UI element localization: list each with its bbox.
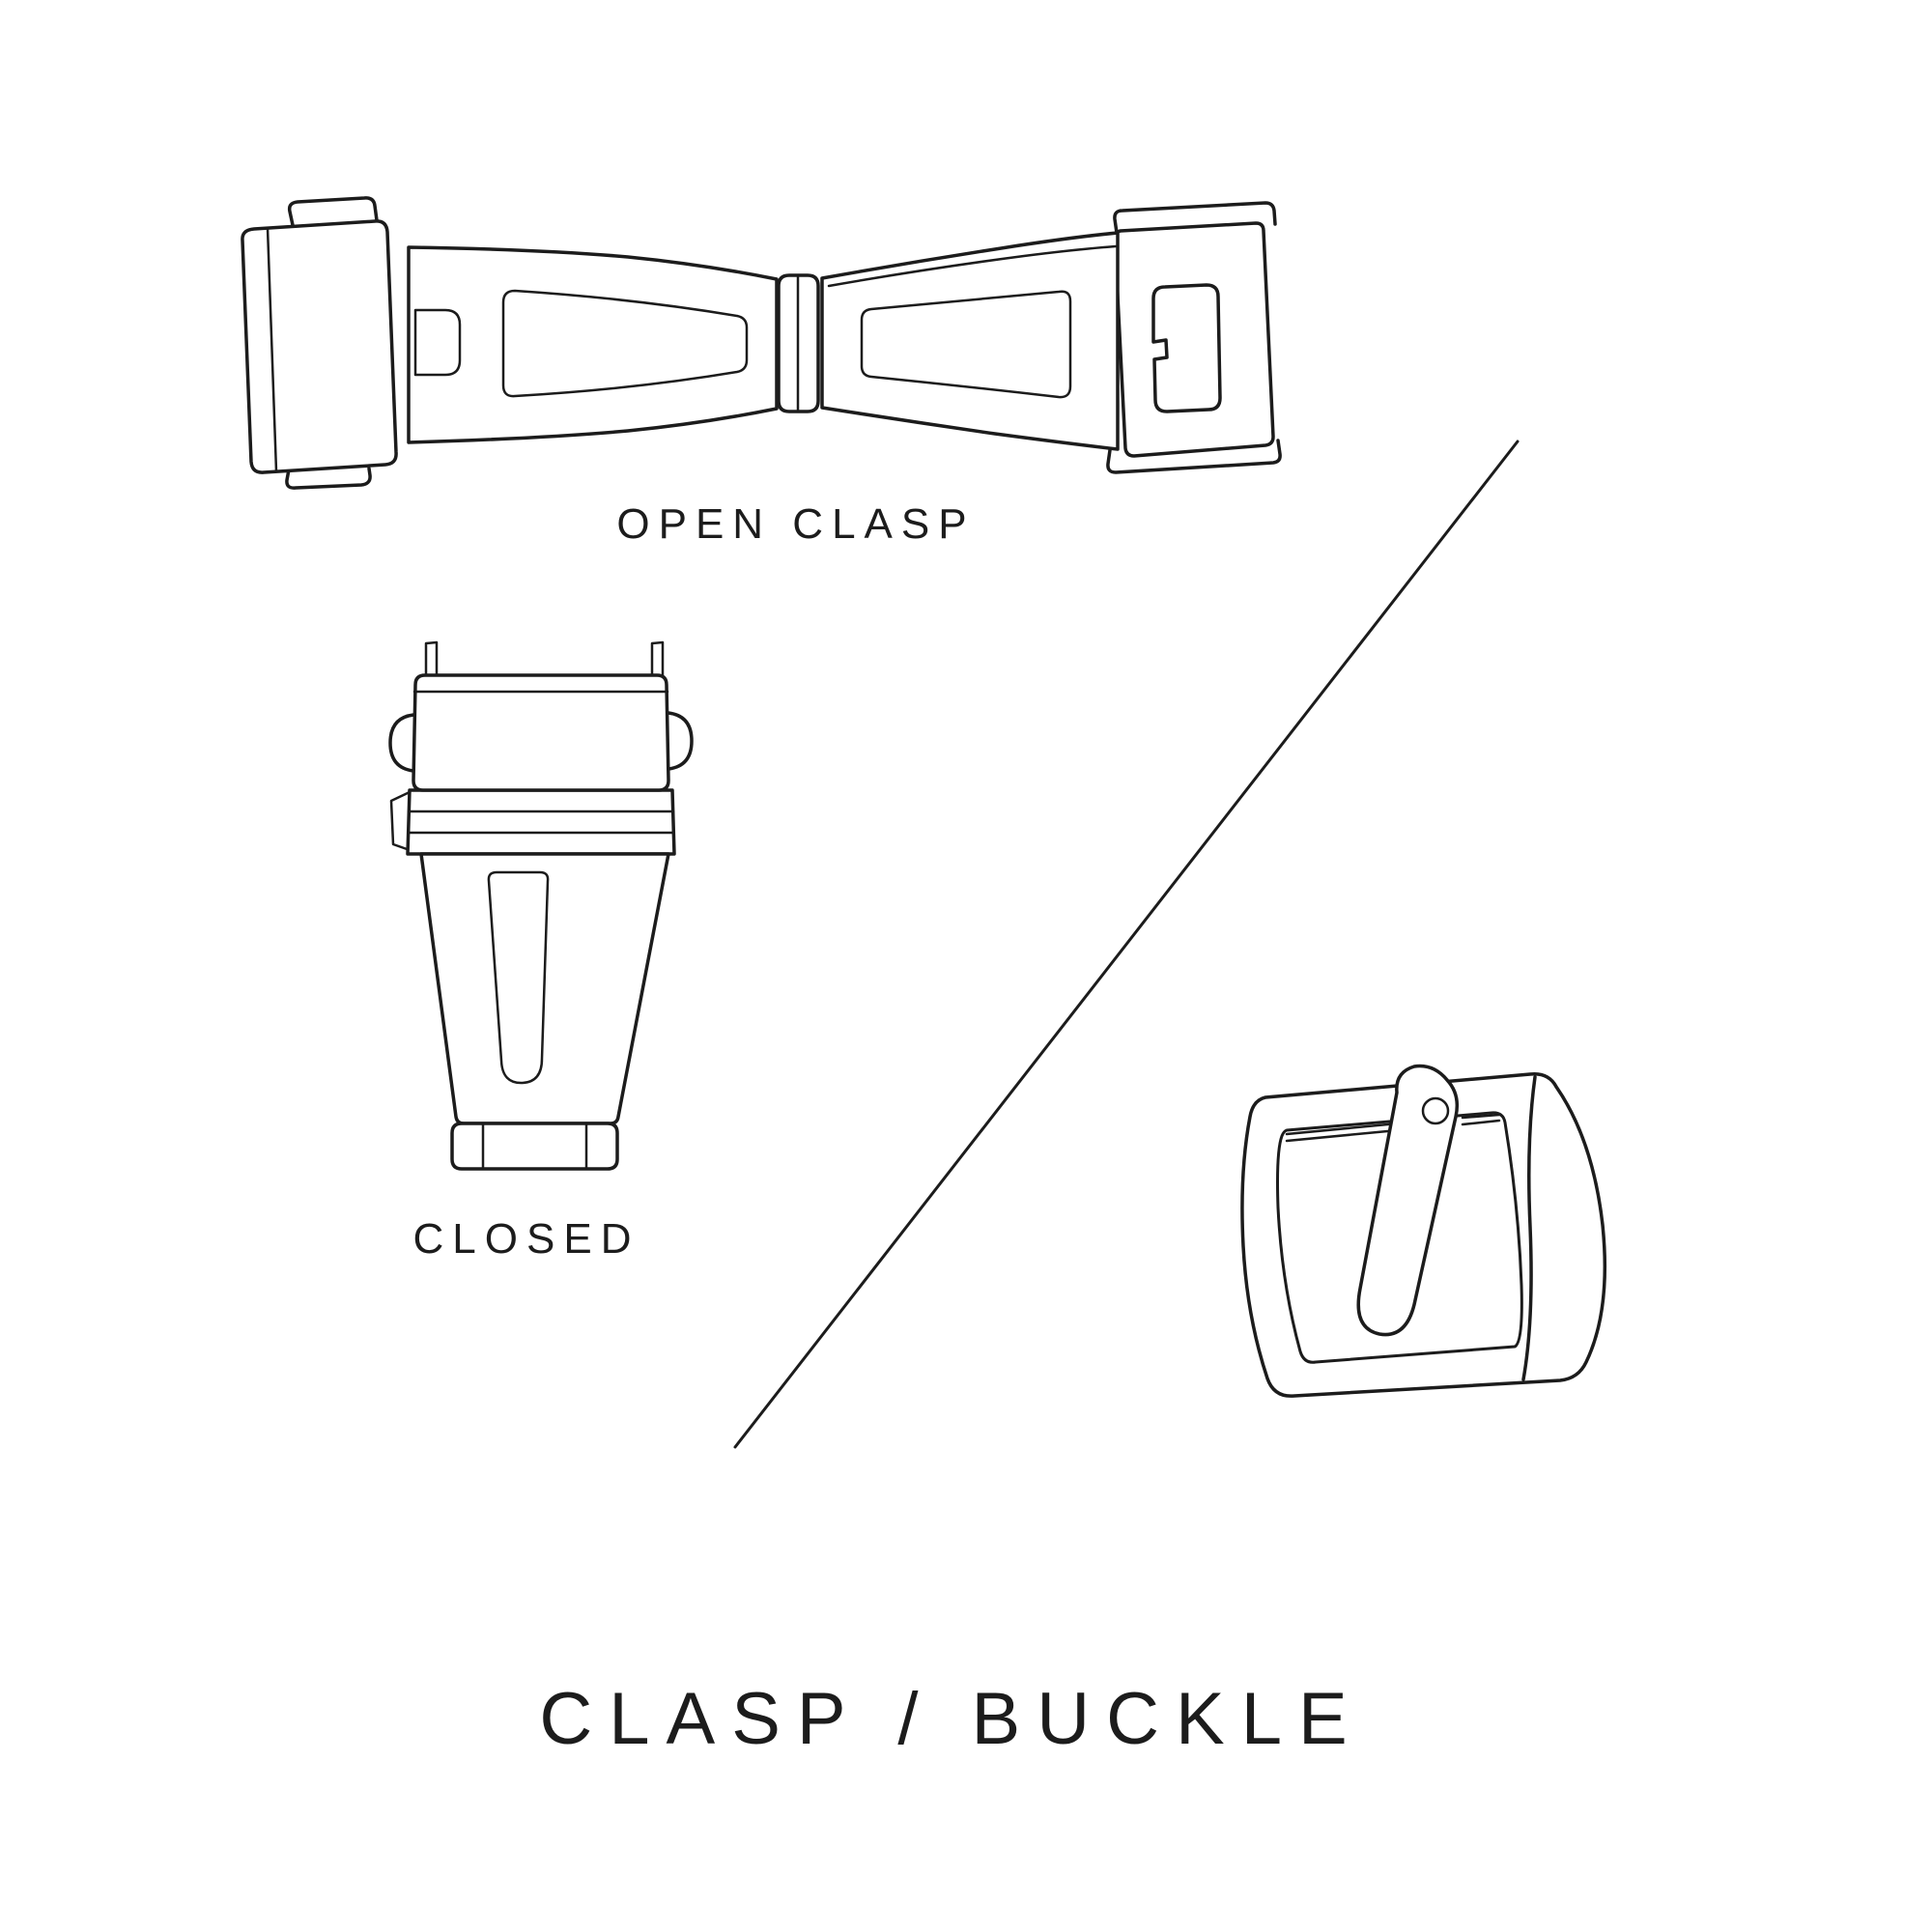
open-clasp-right-arm <box>820 231 1120 451</box>
closed-clasp-left-tab <box>389 790 412 852</box>
closed-clasp-end-cap <box>450 1122 619 1171</box>
open-clasp-left-link-inner-line <box>266 226 278 473</box>
closed-clasp-band <box>406 788 676 856</box>
closed-clasp-body-slot <box>487 870 550 1085</box>
open-clasp-left-link-top-tab <box>287 196 379 227</box>
buckle-illustration <box>1240 1064 1607 1398</box>
diagonal-divider-line <box>733 440 1520 1449</box>
page-title: CLASP / BUCKLE <box>539 1678 1364 1760</box>
open-clasp-left-arm-notch <box>413 308 462 377</box>
open-clasp-catch <box>1151 283 1222 413</box>
open-clasp-right-bottom-bar <box>1106 439 1282 474</box>
open-clasp-left-link <box>241 219 398 474</box>
closed-clasp-left-ear <box>388 713 415 773</box>
closed-clasp-cover <box>412 673 670 792</box>
open-clasp-left-arm <box>407 245 779 444</box>
open-clasp-left-arm-cutout <box>501 289 749 398</box>
open-clasp-left-link-bottom-tab <box>285 467 372 490</box>
buckle-tongue-loop <box>1421 1096 1450 1125</box>
buckle-springbar-right-a <box>1461 1113 1501 1120</box>
buckle-springbar-left-a <box>1285 1122 1400 1136</box>
closed-clasp-illustration <box>388 640 694 1171</box>
buckle-tongue <box>1356 1064 1460 1337</box>
closed-clasp-left-prong <box>424 640 439 680</box>
closed-clasp-caption: CLOSED <box>412 1215 640 1263</box>
buckle-right-cap-edge <box>1521 1075 1537 1381</box>
buckle-springbar-left-b <box>1285 1128 1400 1143</box>
open-clasp-right-arm-cutout <box>860 290 1072 399</box>
open-clasp-illustration <box>241 196 1282 490</box>
buckle-springbar-right-b <box>1461 1119 1501 1126</box>
open-clasp-right-arm-fold-line <box>827 244 1118 288</box>
open-clasp-caption: OPEN CLASP <box>616 500 976 548</box>
closed-clasp-right-prong <box>650 640 665 680</box>
open-clasp-right-top-bar <box>1113 201 1277 235</box>
closed-clasp-right-ear <box>667 711 694 771</box>
